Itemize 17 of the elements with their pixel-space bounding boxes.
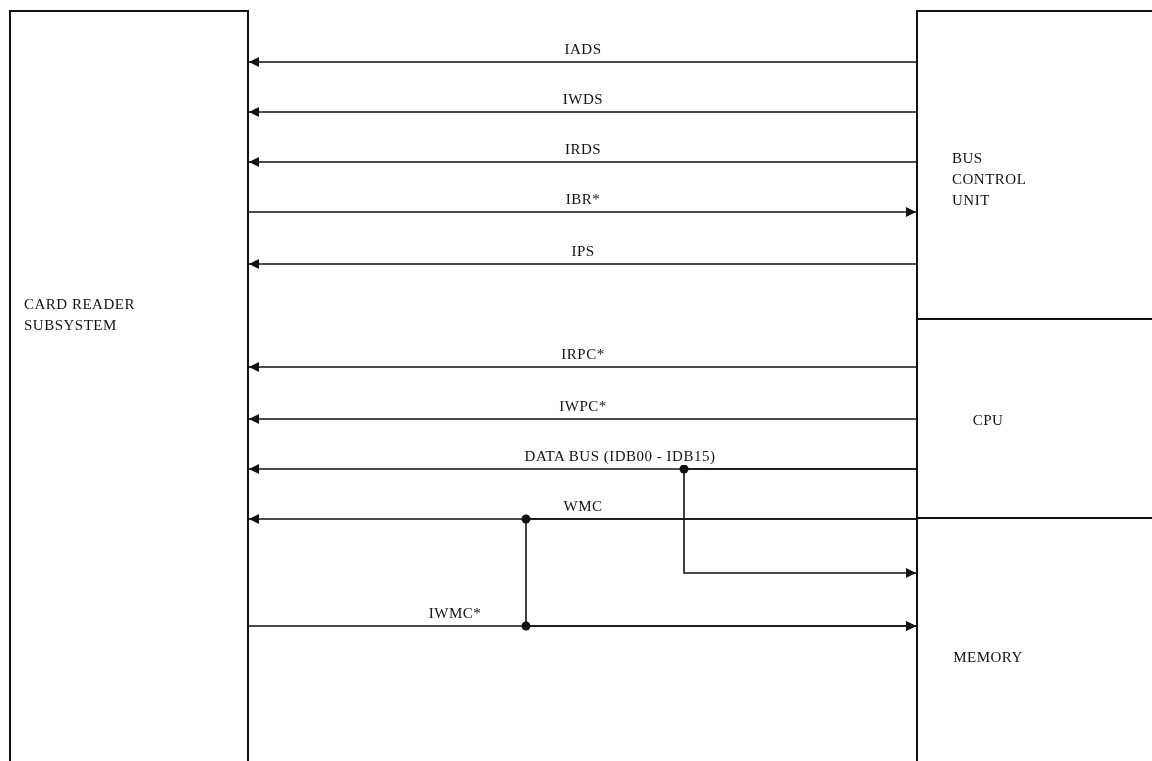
signal-arrow xyxy=(248,362,917,372)
block-label: CPU xyxy=(971,411,1005,430)
signal-arrow xyxy=(683,468,917,578)
block-label: CARD READER SUBSYSTEM xyxy=(24,295,136,335)
block-box xyxy=(916,517,1152,761)
signal-arrow xyxy=(248,157,917,167)
block-label: BUS CONTROL UNIT xyxy=(952,149,1027,210)
block-label: MEMORY xyxy=(952,648,1024,667)
block-box xyxy=(916,318,1152,519)
block-box xyxy=(916,10,1152,320)
signal-arrow xyxy=(248,57,917,67)
signal-arrow xyxy=(248,259,917,269)
signal-arrow xyxy=(248,207,917,217)
block-box xyxy=(9,10,249,761)
signal-arrow xyxy=(525,518,917,631)
signal-arrow xyxy=(248,107,917,117)
signal-arrow xyxy=(248,414,917,424)
